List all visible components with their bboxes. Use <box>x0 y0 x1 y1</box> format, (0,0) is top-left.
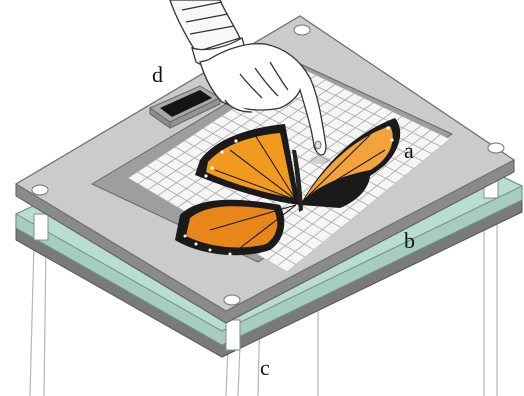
label-c: c <box>260 355 270 380</box>
label-b: b <box>404 228 415 253</box>
screw-hole-top-right <box>294 25 310 35</box>
screw-hole-right <box>488 143 504 153</box>
label-d: d <box>152 62 163 87</box>
screw-hole-bottom <box>224 295 240 305</box>
screw-hole-top-left <box>32 185 48 195</box>
finger-shadow <box>310 156 330 164</box>
label-a: a <box>404 138 414 163</box>
